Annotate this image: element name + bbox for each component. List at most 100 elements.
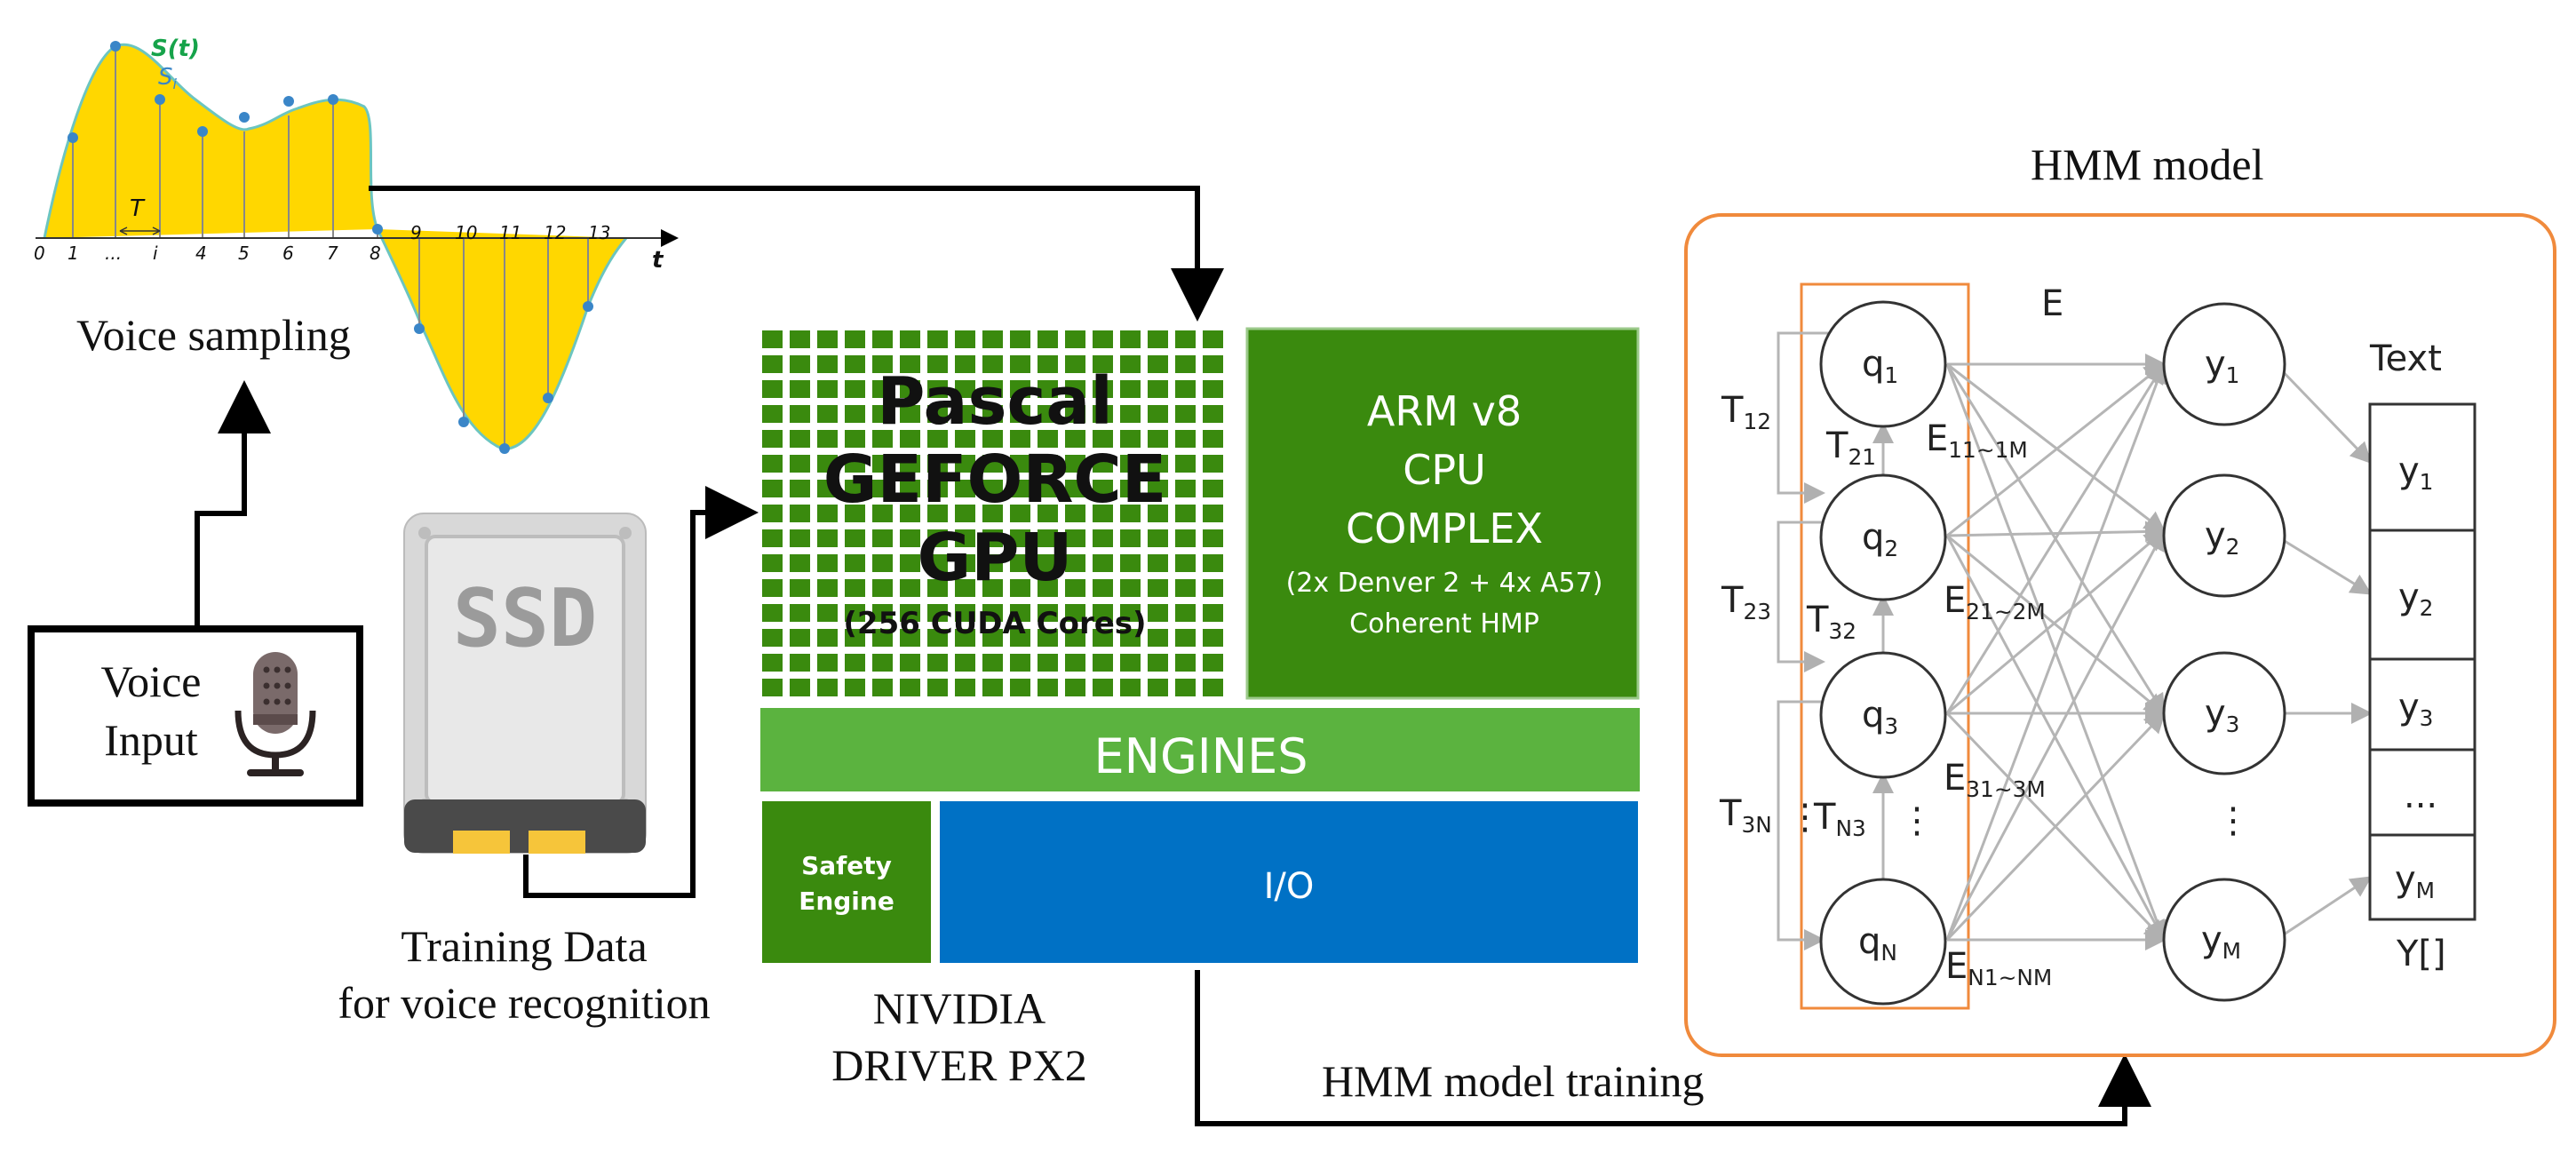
safety-line-2: Engine (799, 887, 894, 916)
array-cell-y1: y1 (2398, 453, 2433, 494)
emission-label-3: E31~3M (1944, 760, 2046, 801)
safety-engine-block (762, 801, 931, 963)
array-cell-y2: y2 (2398, 579, 2433, 620)
array-cell-sub: 3 (2419, 704, 2434, 731)
emission-label-main: E (1944, 580, 1967, 621)
emission-label: E (2041, 283, 2064, 324)
state-label-main: q (1862, 517, 1885, 558)
voice-input-label-2: Input (104, 715, 198, 765)
state-node-q3 (1819, 651, 1947, 779)
ellipsis-states: ⋮ (1899, 800, 1935, 841)
hidden-states-frame (1800, 282, 1970, 1010)
emission-edges (1945, 354, 2167, 950)
transition-label-tn3: TN3 (1814, 799, 1866, 840)
array-cell-sub: 2 (2419, 594, 2434, 621)
tick-label: 12 (544, 222, 567, 243)
emission-label-sub: 11~1M (1948, 436, 2028, 463)
transition-label-sub: 32 (1828, 617, 1856, 644)
array-cell-sub: M (2415, 877, 2436, 903)
emission-label-2: E21~2M (1944, 583, 2046, 624)
hmm-model-frame (1684, 213, 2556, 1057)
arrow-sampling-to-gpu (369, 186, 1224, 322)
output-label-sub: 2 (2225, 533, 2240, 560)
state-node-q2 (1819, 473, 1947, 601)
tick-label: 7 (327, 243, 338, 264)
output-array (2368, 402, 2477, 921)
array-cell-ellipsis: ... (2404, 778, 2437, 814)
array-cell-main: y (2398, 576, 2420, 617)
tick-label: 10 (455, 222, 478, 243)
state-node-qn (1819, 878, 1947, 1006)
gpu-subtitle: (256 CUDA Cores) (843, 606, 1147, 641)
state-label-sub: 1 (1884, 362, 1899, 388)
state-label-sub: 3 (1884, 712, 1899, 739)
output-label-y2: y2 (2205, 518, 2239, 559)
tick-label: 8 (370, 243, 381, 264)
transition-label-main: T (1814, 797, 1836, 838)
safety-line-1: Safety (801, 851, 892, 880)
transition-label-sub: 23 (1743, 598, 1771, 624)
cpu-line-4: (2x Denver 2 + 4x A57) (1285, 568, 1603, 599)
output-label-main: y (2201, 919, 2222, 960)
cpu-line-2: CPU (1403, 446, 1486, 494)
transition-label-main: T (1721, 580, 1744, 621)
transition-label-t12: T12 (1721, 393, 1771, 433)
time-axis-label: t (652, 247, 664, 274)
state-label-qn: qN (1858, 924, 1897, 965)
output-label-sub: 1 (2225, 362, 2240, 388)
voice-input-label-1: Voice (100, 656, 202, 706)
text-label: Text (2370, 338, 2442, 379)
hmm-training-label: HMM model training (1322, 1056, 1705, 1106)
transition-label-t21: T21 (1826, 428, 1876, 469)
io-block (940, 801, 1638, 963)
px2-board (760, 327, 1640, 963)
voice-input-box (28, 625, 363, 807)
transition-label-t3n: T3N (1720, 796, 1772, 837)
ssd-caption-1: Training Data (401, 921, 648, 971)
array-cell-main: y (2395, 859, 2416, 900)
output-nodes (2162, 302, 2286, 1002)
output-label-main: y (2205, 344, 2226, 385)
voice-waveform (36, 41, 679, 454)
ellipsis-t3n: ⋮ (1787, 797, 1823, 838)
safety-engine-label: Safety Engine (764, 848, 929, 919)
transition-label-t23: T23 (1721, 583, 1771, 624)
gpu-grid (762, 330, 1229, 696)
ssd-drive-icon (403, 513, 647, 854)
transition-label-main: T (1826, 425, 1849, 466)
output-label-sub: 3 (2225, 711, 2240, 737)
period-label: T (130, 195, 144, 222)
emission-label-4: EN1~NM (1945, 949, 2052, 990)
engines-block (760, 708, 1640, 791)
signal-label: S(t) (151, 36, 200, 62)
array-cell-ym: yM (2395, 862, 2435, 903)
sample-label-sub: i (172, 76, 177, 93)
period-marker (119, 227, 161, 235)
ssd-label: SSD (452, 572, 598, 665)
emission-label-main: E (1945, 946, 1968, 987)
state-node-q1 (1819, 300, 1947, 428)
emission-label-1: E11~1M (1926, 421, 2028, 462)
array-cell-main: y (2398, 450, 2420, 491)
cpu-details: (2x Denver 2 + 4x A57) Coherent HMP (1251, 563, 1638, 645)
output-node-y1 (2162, 302, 2286, 426)
transition-edges (1777, 331, 1894, 950)
px2-caption-1: NIVIDIA (872, 983, 1046, 1033)
output-edges (2274, 362, 2373, 942)
output-node-ym (2162, 878, 2286, 1002)
waveform-positive-fill (44, 44, 378, 238)
io-label: I/O (1263, 866, 1315, 907)
transition-label-main: T (1807, 600, 1829, 640)
cpu-title: ARM v8 CPU COMPLEX (1251, 382, 1638, 558)
state-label-q1: q1 (1862, 346, 1898, 387)
waveform-negative-fill (378, 229, 626, 449)
arrow-ssd-to-gpu (523, 486, 759, 898)
cpu-block (1245, 327, 1640, 700)
tick-label: 1 (68, 243, 79, 264)
tick-label: i (153, 243, 158, 264)
transition-label-sub: N3 (1835, 815, 1866, 841)
px2-caption-2: DRIVER PX2 (831, 1040, 1087, 1090)
hmm-model-title: HMM model (2031, 139, 2264, 189)
